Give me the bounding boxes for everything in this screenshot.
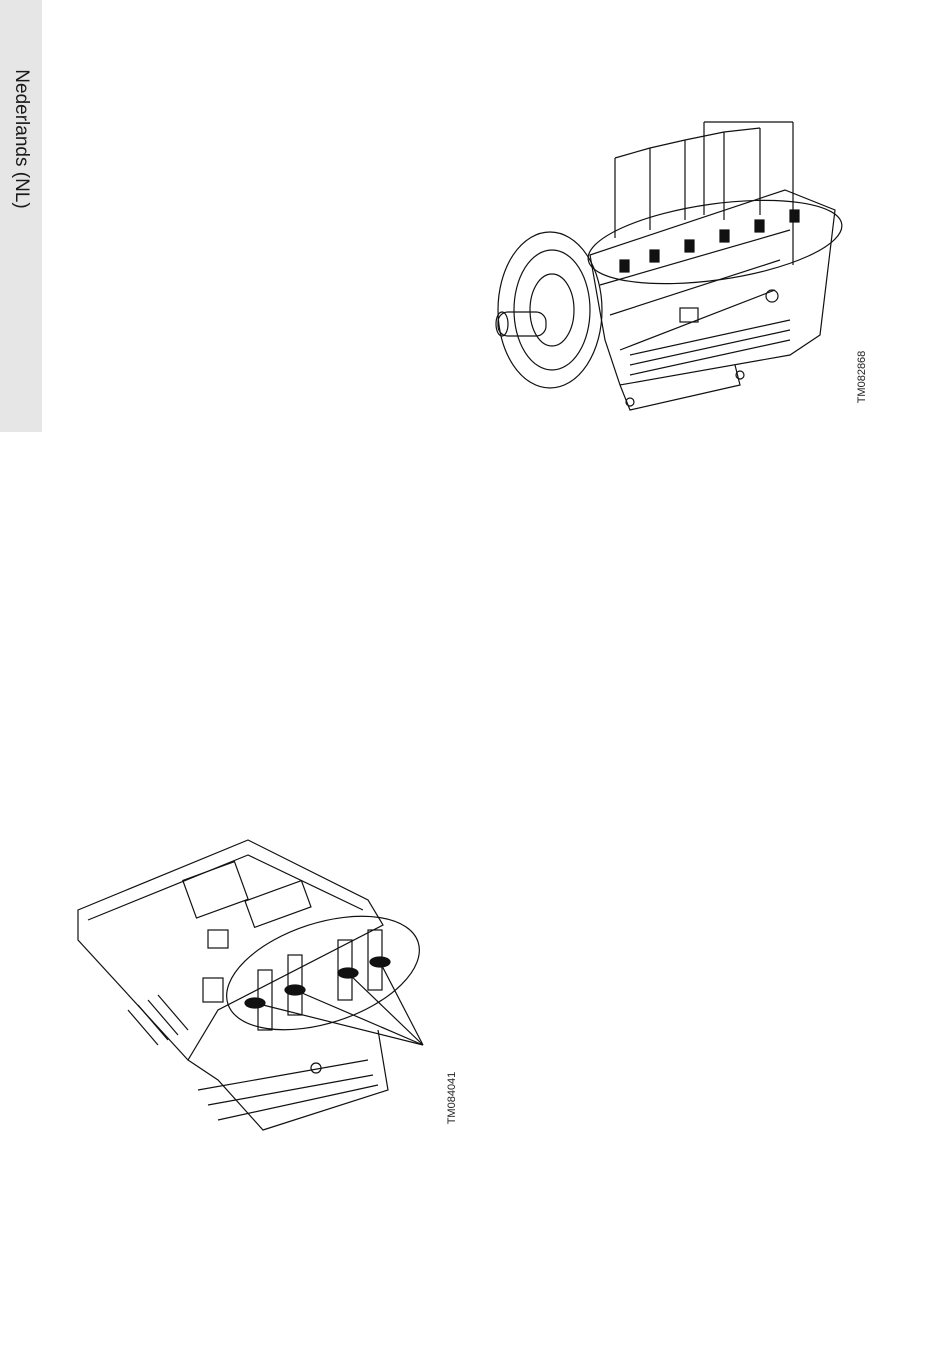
figure-code-motor: TM082868 — [856, 351, 868, 404]
language-label: Nederlands (NL) — [10, 69, 32, 208]
control-board-illustration — [68, 830, 428, 1140]
language-side-tab: Nederlands (NL) — [0, 0, 42, 432]
motor-illustration — [490, 110, 850, 425]
figure-code-board: TM084041 — [446, 1072, 458, 1125]
